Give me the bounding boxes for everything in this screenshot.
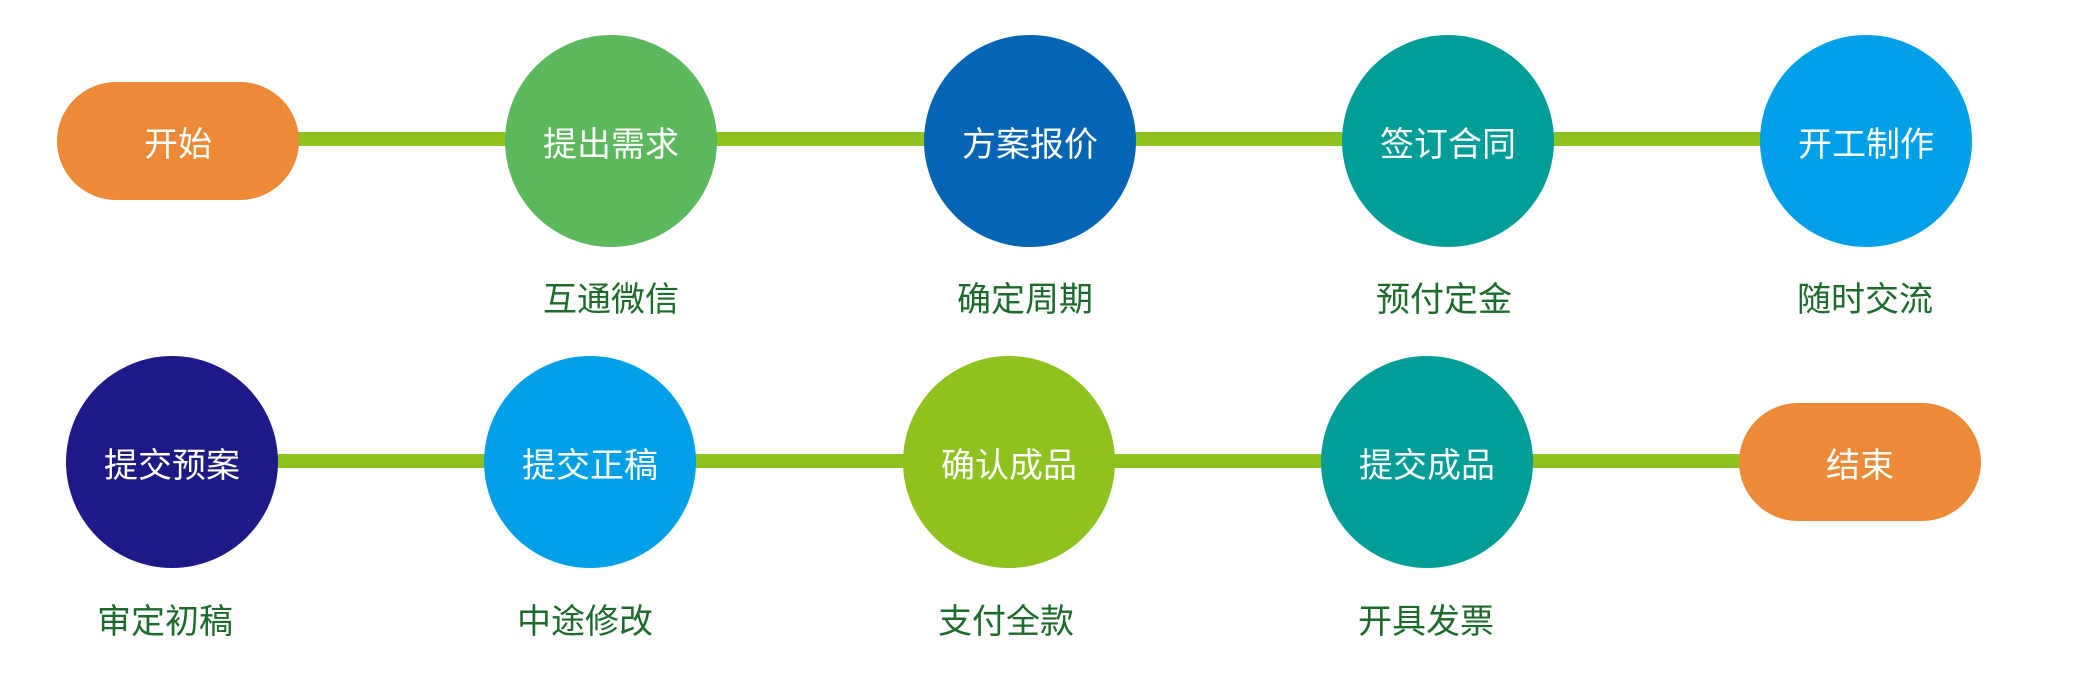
row2-connector-3 <box>1110 454 1340 468</box>
node-sign-contract: 签订合同 <box>1342 35 1554 247</box>
row1-connector-4 <box>1548 132 1780 146</box>
end-node: 结束 <box>1739 403 1981 521</box>
row2-connector-4 <box>1528 454 1750 468</box>
node-start-production: 开工制作 <box>1760 35 1972 247</box>
node-raise-requirement: 提出需求 <box>505 35 717 247</box>
sub-label-communicate: 随时交流 <box>1797 280 1933 320</box>
node-deliver-product: 提交成品 <box>1321 356 1533 568</box>
sub-label-invoice: 开具发票 <box>1358 602 1494 642</box>
row1-connector-1 <box>290 132 520 146</box>
node-submit-final: 提交正稿 <box>484 356 696 568</box>
row1-connector-2 <box>710 132 940 146</box>
node-submit-draft-plan: 提交预案 <box>66 356 278 568</box>
sub-label-schedule: 确定周期 <box>957 280 1093 320</box>
node-quote: 方案报价 <box>924 35 1136 247</box>
row2-connector-2 <box>690 454 920 468</box>
node-confirm-product: 确认成品 <box>903 356 1115 568</box>
sub-label-approve-draft: 审定初稿 <box>97 602 233 642</box>
sub-label-wechat: 互通微信 <box>543 280 679 320</box>
row2-connector-1 <box>270 454 500 468</box>
start-node: 开始 <box>57 82 299 200</box>
sub-label-revise: 中途修改 <box>517 602 653 642</box>
row1-connector-3 <box>1130 132 1360 146</box>
sub-label-pay-full: 支付全款 <box>938 602 1074 642</box>
sub-label-deposit: 预付定金 <box>1376 280 1512 320</box>
